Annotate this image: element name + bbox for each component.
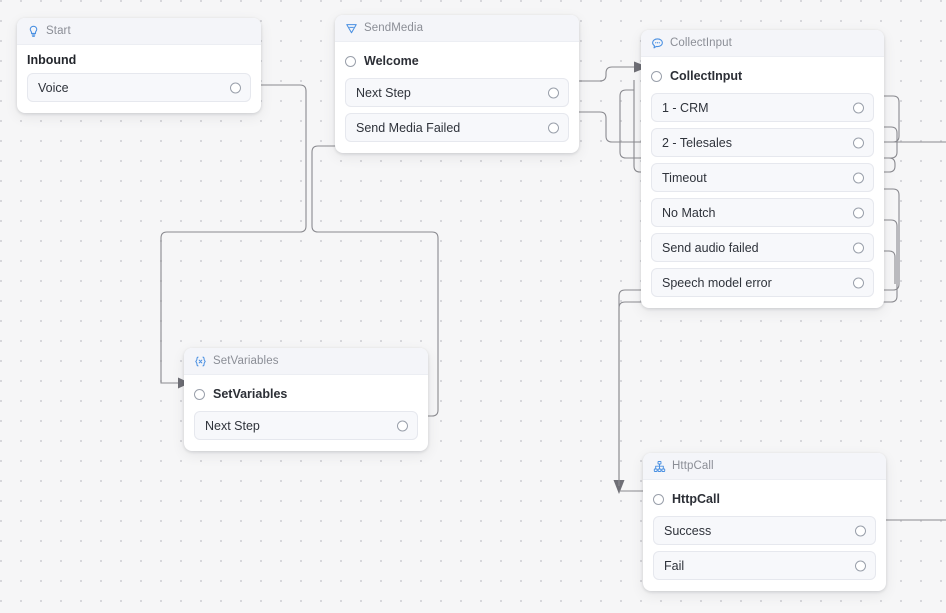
- node-start-section-label: Inbound: [27, 53, 77, 67]
- lightbulb-icon: [29, 25, 38, 37]
- output-send-media-failed-label: Send Media Failed: [356, 120, 461, 135]
- output-send-audio-failed[interactable]: Send audio failed: [651, 233, 874, 262]
- node-collectinput-title: CollectInput: [670, 37, 732, 49]
- output-success[interactable]: Success: [653, 516, 876, 545]
- node-start-title: Start: [46, 25, 71, 37]
- input-welcome-port[interactable]: [345, 55, 356, 67]
- node-sendmedia[interactable]: SendMedia Welcome Next Step Send Media F…: [335, 15, 579, 153]
- input-welcome[interactable]: Welcome: [345, 51, 569, 71]
- node-sendmedia-body: Welcome Next Step Send Media Failed: [335, 42, 579, 153]
- output-voice-label: Voice: [38, 80, 69, 95]
- output-send-audio-failed-label: Send audio failed: [662, 240, 759, 255]
- output-2-telesales[interactable]: 2 - Telesales: [651, 128, 874, 157]
- output-no-match[interactable]: No Match: [651, 198, 874, 227]
- node-setvariables-title: SetVariables: [213, 355, 279, 367]
- input-collectinput-label: CollectInput: [670, 69, 743, 83]
- braces-x-icon: [195, 356, 206, 366]
- node-sendmedia-header: SendMedia: [335, 15, 579, 42]
- output-success-port[interactable]: [855, 525, 866, 536]
- output-timeout[interactable]: Timeout: [651, 163, 874, 192]
- node-httpcall-title: HttpCall: [672, 460, 714, 472]
- input-setvariables-port[interactable]: [194, 388, 205, 400]
- node-collectinput-header: CollectInput: [641, 30, 884, 57]
- output-speech-model-error-port[interactable]: [853, 277, 864, 288]
- output-fail-label: Fail: [664, 558, 685, 573]
- node-setvariables-header: SetVariables: [184, 348, 428, 375]
- edge-out-speechmodelerror: [884, 250, 896, 284]
- output-1-crm-label: 1 - CRM: [662, 100, 709, 115]
- edge-voice-to-setvariables: [160, 84, 307, 384]
- edge-arrow-httpcall: [613, 480, 625, 494]
- output-fail-port[interactable]: [855, 560, 866, 571]
- node-httpcall-header: HttpCall: [643, 453, 886, 480]
- output-voice-port[interactable]: [230, 82, 241, 93]
- output-send-audio-failed-port[interactable]: [853, 242, 864, 253]
- node-sendmedia-title: SendMedia: [364, 22, 424, 34]
- output-next-step-port[interactable]: [548, 87, 559, 98]
- output-speech-model-error[interactable]: Speech model error: [651, 268, 874, 297]
- output-2-telesales-label: 2 - Telesales: [662, 135, 732, 150]
- node-collectinput-body: CollectInput 1 - CRM 2 - Telesales Timeo…: [641, 57, 884, 308]
- input-welcome-label: Welcome: [364, 54, 419, 68]
- output-1-crm[interactable]: 1 - CRM: [651, 93, 874, 122]
- sitemap-icon: [653, 460, 666, 472]
- send-plane-icon: [346, 23, 357, 33]
- output-no-match-label: No Match: [662, 205, 716, 220]
- output-fail[interactable]: Fail: [653, 551, 876, 580]
- node-setvariables[interactable]: SetVariables SetVariables Next Step: [184, 348, 428, 451]
- output-timeout-port[interactable]: [853, 172, 864, 183]
- node-start[interactable]: Start Inbound Voice: [17, 18, 261, 113]
- output-2-telesales-port[interactable]: [853, 137, 864, 148]
- output-next-step[interactable]: Next Step: [345, 78, 569, 107]
- output-success-label: Success: [664, 523, 712, 538]
- output-no-match-port[interactable]: [853, 207, 864, 218]
- output-voice[interactable]: Voice: [27, 73, 251, 102]
- node-start-header: Start: [17, 18, 261, 45]
- output-next-step-label: Next Step: [356, 85, 411, 100]
- node-collectinput[interactable]: CollectInput CollectInput 1 - CRM 2 - Te…: [641, 30, 884, 308]
- input-setvariables-label: SetVariables: [213, 387, 288, 401]
- output-send-media-failed[interactable]: Send Media Failed: [345, 113, 569, 142]
- node-httpcall[interactable]: HttpCall HttpCall Success Fail: [643, 453, 886, 591]
- edge-sendmedia-to-collectinput: [579, 66, 634, 82]
- output-1-crm-port[interactable]: [853, 102, 864, 113]
- input-collectinput-port[interactable]: [651, 70, 662, 82]
- output-setvariables-next-step-port[interactable]: [397, 420, 408, 431]
- output-timeout-label: Timeout: [662, 170, 707, 185]
- input-httpcall-label: HttpCall: [672, 492, 720, 506]
- node-start-body: Inbound Voice: [17, 45, 261, 113]
- node-httpcall-body: HttpCall Success Fail: [643, 480, 886, 591]
- output-setvariables-next-step[interactable]: Next Step: [194, 411, 418, 440]
- node-setvariables-body: SetVariables Next Step: [184, 375, 428, 451]
- input-httpcall-port[interactable]: [653, 493, 664, 505]
- input-collectinput[interactable]: CollectInput: [651, 66, 874, 86]
- speech-bubble-icon: [652, 37, 663, 48]
- input-httpcall[interactable]: HttpCall: [653, 489, 876, 509]
- output-setvariables-next-step-label: Next Step: [205, 418, 260, 433]
- input-setvariables[interactable]: SetVariables: [194, 384, 418, 404]
- output-speech-model-error-label: Speech model error: [662, 275, 772, 290]
- output-send-media-failed-port[interactable]: [548, 122, 559, 133]
